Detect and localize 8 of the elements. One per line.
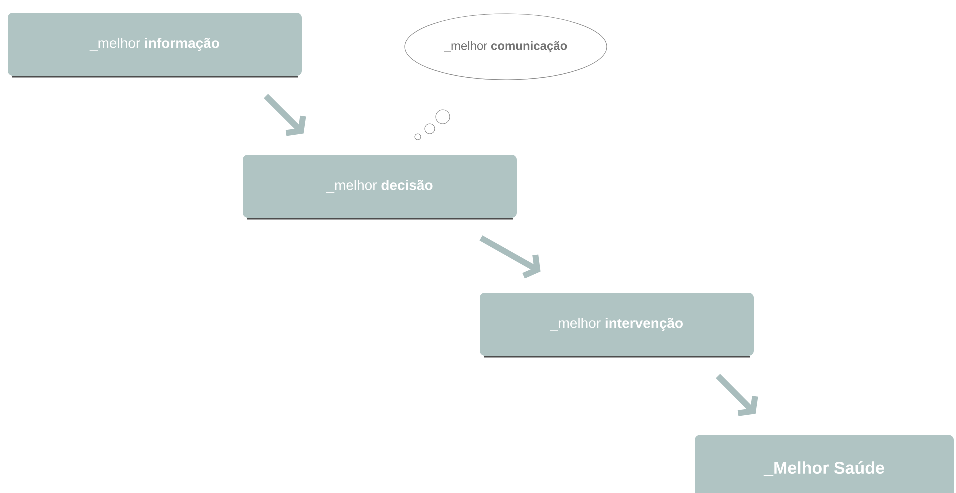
arrow bbox=[480, 236, 541, 279]
process-box: _melhor intervenção bbox=[480, 293, 754, 358]
arrow bbox=[716, 374, 758, 416]
arrow bbox=[264, 94, 306, 136]
thought-bubble: _melhor comunicação bbox=[404, 14, 608, 140]
process-box: _melhor informação bbox=[8, 13, 302, 78]
process-box: _Melhor Saúde bbox=[695, 435, 954, 493]
process-box: _melhor decisão bbox=[243, 155, 517, 220]
